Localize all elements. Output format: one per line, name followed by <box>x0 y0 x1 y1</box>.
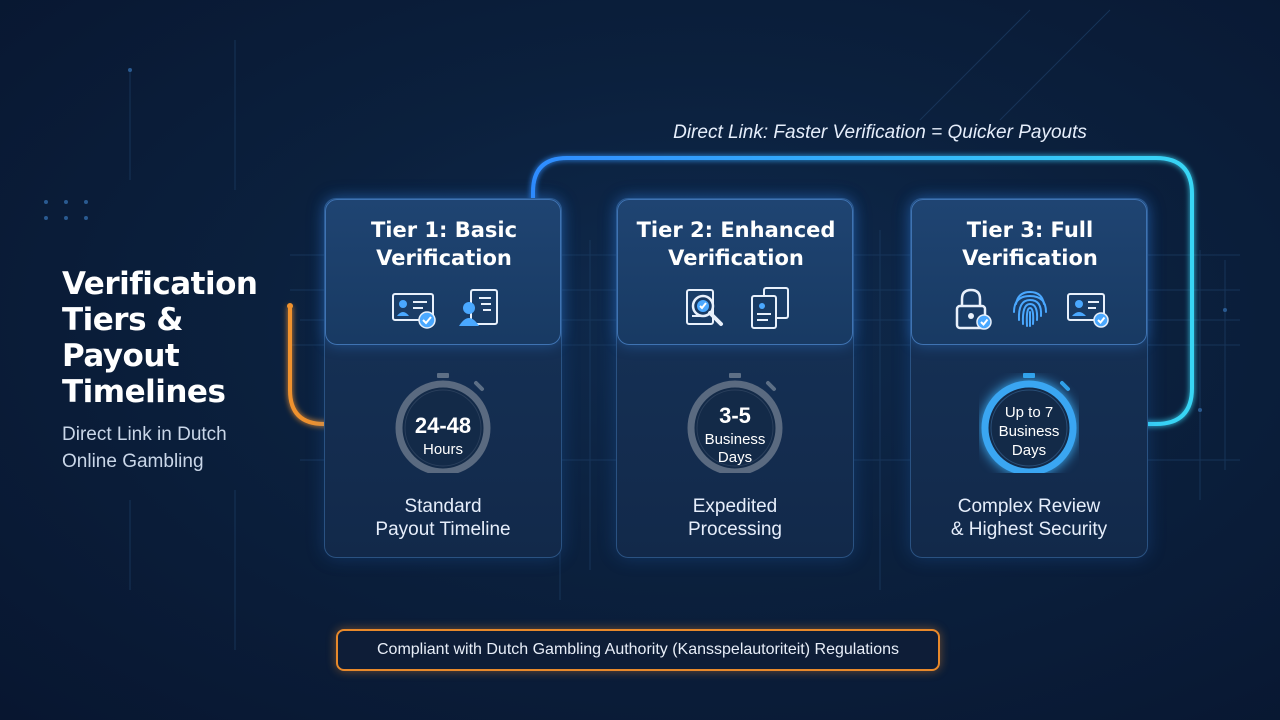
timer-value: 3-5 <box>719 403 751 428</box>
padlock-check-icon <box>955 288 992 330</box>
subtitle-line: Online Gambling <box>62 451 204 472</box>
page-subtitle: Direct Link in Dutch Online Gambling <box>62 421 292 475</box>
title-line: Payout <box>62 338 180 374</box>
tier-title: Tier 3: Full Verification <box>912 216 1148 272</box>
tier-title: Tier 1: Basic Verification <box>326 216 562 272</box>
tier-description-line: Complex Review <box>957 496 1101 517</box>
tier-description-line: Processing <box>688 519 782 540</box>
link-caption: Direct Link: Faster Verification = Quick… <box>673 122 1087 143</box>
title-line: Timelines <box>62 374 226 410</box>
timer-tier-1: 24-48 Hours <box>393 373 493 476</box>
tier-title-line: Tier 2: Enhanced <box>636 218 836 242</box>
tier-description-line: Expedited <box>692 496 778 517</box>
id-card-check-icon <box>392 293 436 329</box>
tier-title-line: Verification <box>962 246 1098 270</box>
tier-title-line: Verification <box>376 246 512 270</box>
tier-icons <box>618 286 854 330</box>
tier-icons <box>912 286 1148 330</box>
tier-description: Standard Payout Timeline <box>325 495 561 541</box>
tier-card-header: Tier 1: Basic Verification <box>325 199 561 345</box>
stopwatch-icon <box>981 373 1077 476</box>
timer-unit: Business <box>704 431 766 448</box>
tier-title: Tier 2: Enhanced Verification <box>618 216 854 272</box>
tier-description-line: Standard <box>404 496 482 517</box>
tier-title-line: Tier 3: Full <box>966 218 1094 242</box>
compliance-text: Compliant with Dutch Gambling Authority … <box>376 641 900 658</box>
stopwatch-icon <box>395 373 491 476</box>
page-title: Verification Tiers & Payout Timelines <box>62 266 302 410</box>
stopwatch-icon <box>687 373 783 476</box>
title-line: Verification <box>62 266 258 302</box>
timer-unit: Hours <box>422 441 463 458</box>
tier-card-3: Tier 3: Full Verification <box>910 198 1148 558</box>
timer-value: 24-48 <box>414 413 472 438</box>
compliance-banner: Compliant with Dutch Gambling Authority … <box>336 629 940 671</box>
id-card-check-icon <box>1067 293 1109 328</box>
timer-unit: Business <box>998 423 1060 440</box>
tier-title-line: Tier 1: Basic <box>370 218 518 242</box>
title-line: Tiers & <box>62 302 183 338</box>
tier-title-line: Verification <box>668 246 804 270</box>
fingerprint-icon <box>1013 290 1047 327</box>
subtitle-line: Direct Link in Dutch <box>62 424 227 445</box>
feedback-loop-line <box>531 156 1194 426</box>
tier-description-line: Payout Timeline <box>375 519 511 540</box>
tier-description: Complex Review & Highest Security <box>911 495 1147 541</box>
tier-description: Expedited Processing <box>617 495 853 541</box>
timer-tier-2: 3-5 Business Days <box>685 373 785 476</box>
entry-arrow <box>288 306 378 426</box>
user-document-icon <box>459 289 498 326</box>
magnifier-document-icon <box>686 289 723 326</box>
timer-tier-3: Up to 7 Business Days <box>979 373 1079 476</box>
timer-unit: Days <box>1011 442 1047 459</box>
tier-description-line: & Highest Security <box>950 519 1108 540</box>
tier-card-1: Tier 1: Basic Verification <box>324 198 562 558</box>
timer-unit: Days <box>717 449 753 466</box>
tier-card-2: Tier 2: Enhanced Verification <box>616 198 854 558</box>
documents-icon <box>751 287 789 329</box>
tier-icons <box>326 286 562 330</box>
tier-card-header: Tier 3: Full Verification <box>911 199 1147 345</box>
tier-card-header: Tier 2: Enhanced Verification <box>617 199 853 345</box>
timer-value: Up to 7 <box>1004 404 1054 421</box>
